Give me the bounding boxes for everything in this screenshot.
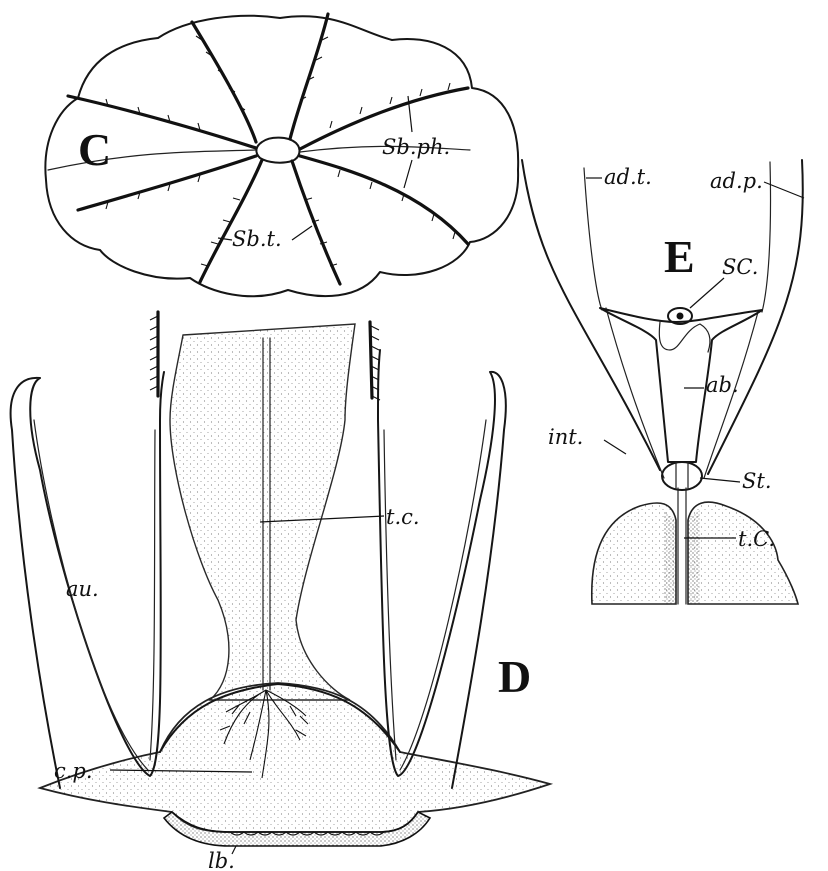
panel-label-e: E [664,231,695,282]
lobes-e-dense-right [688,510,700,604]
comb-row-4 [300,156,468,244]
leader-sb-t-2 [292,226,312,240]
panel-d-lateral-view: D au. t.c. c.p. lb. [11,312,550,871]
lobes-e-stippled [592,503,676,604]
panel-c-aboral-view: C Sb.ph. Sb.t. [45,14,518,296]
auricle-right [378,350,506,788]
outer-canal-left [522,160,660,470]
label-sb-ph: Sb.ph. [382,135,450,159]
label-int: int. [548,425,583,449]
label-ad-p: ad.p. [710,169,763,193]
label-sb-t: Sb.t. [232,227,282,251]
aboral-canal [676,462,688,488]
comb-row-6 [200,160,262,282]
label-au: au. [66,577,99,601]
panel-label-c: C [78,124,111,175]
lobes-e-dense [664,510,676,604]
leader-sc [690,278,724,308]
lobes-e-stippled-right [688,502,798,604]
comb-row-2 [290,14,328,139]
stomach-bulb [662,462,702,490]
label-sc: SC. [722,255,758,279]
statocyst-dome [659,322,710,352]
panel-label-d: D [498,651,531,702]
leader-int [604,440,626,454]
lobe-base-stippled [40,683,550,832]
auricle-right-fringe [384,420,486,770]
label-tc-d: t.c. [386,505,420,529]
leader-sb-ph-2 [404,160,412,188]
label-ad-t: ad.t. [604,165,652,189]
statolith-core [677,313,684,320]
inner-canal-right [704,162,771,478]
label-lb: lb. [208,849,235,871]
panel-e-aboral-organ: E ad.t. ad.p. SC. ab. int. St. t.C. [522,160,804,604]
leader-st [700,478,740,482]
tentacle-canal-e [678,488,686,604]
inner-canal-left [584,168,664,478]
label-st: St. [742,469,772,493]
label-tc-e: t.C. [738,527,775,551]
label-ab: ab. [706,373,739,397]
label-cp: c.p. [54,759,93,783]
